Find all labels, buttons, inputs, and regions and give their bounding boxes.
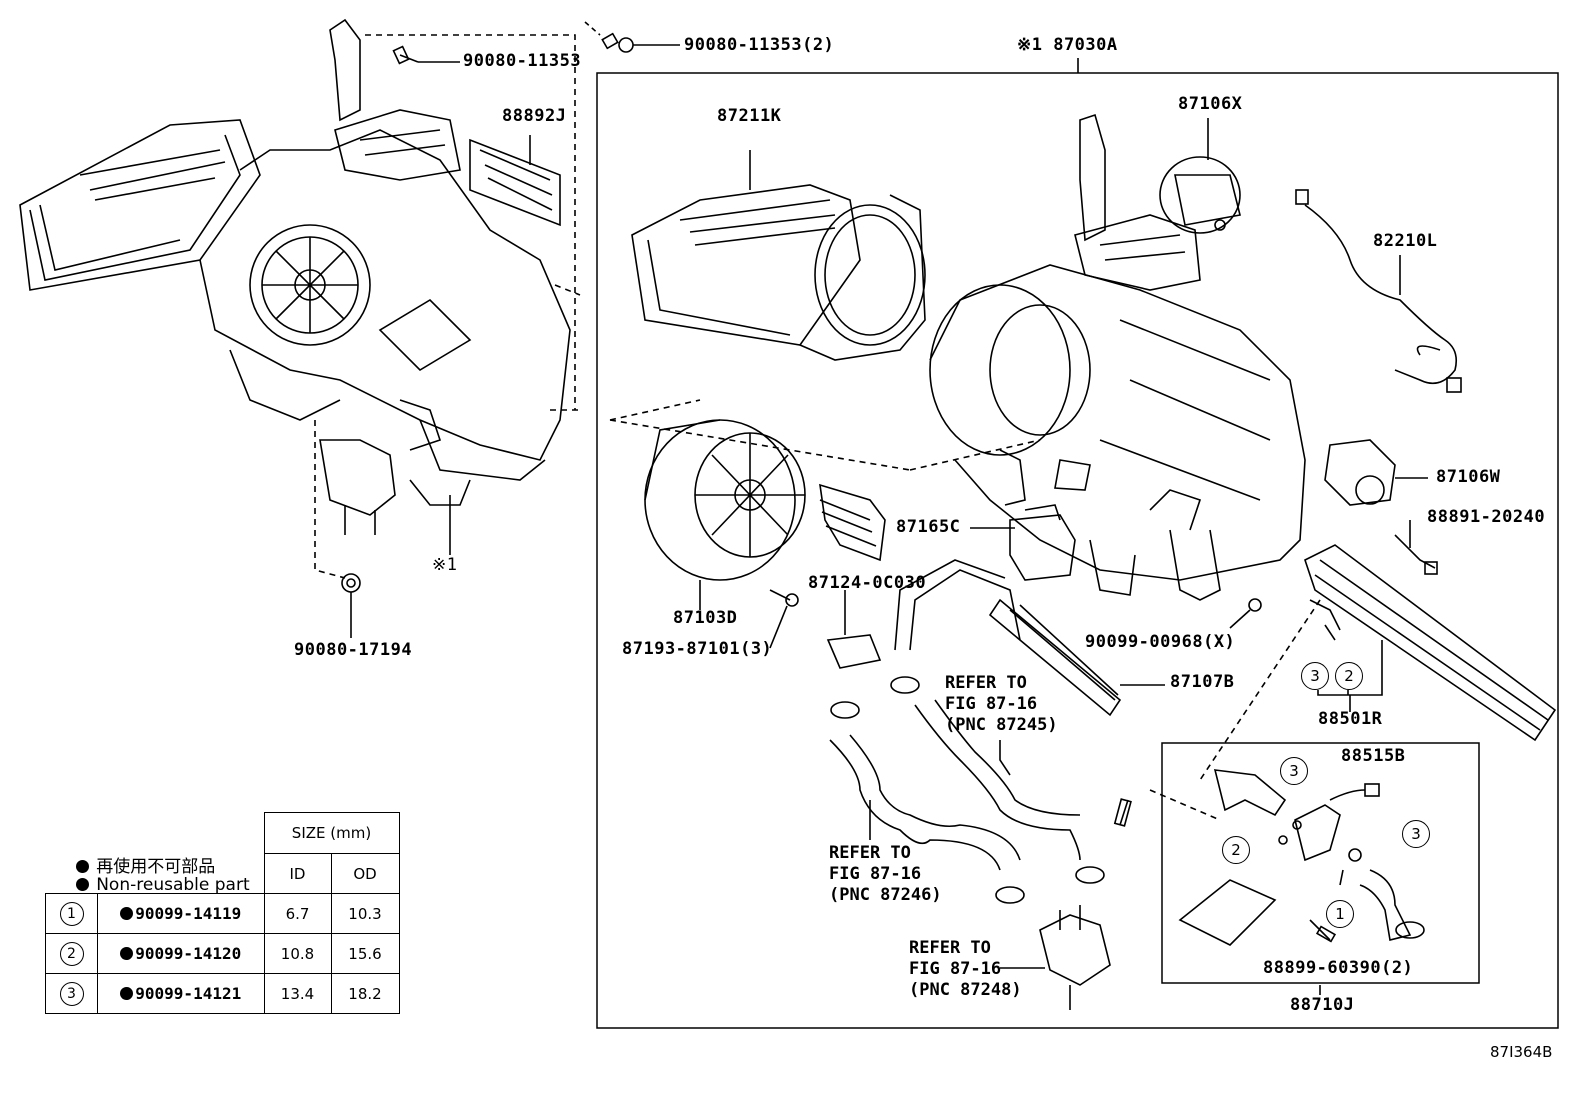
part-label-87165c: 87165C — [896, 517, 961, 537]
size-id: 10.8 — [263, 933, 332, 974]
part-label-87106w: 87106W — [1436, 467, 1501, 487]
part-label-90080-17194: 90080-17194 — [294, 640, 413, 660]
part-label-88515b: 88515B — [1341, 746, 1406, 766]
part-number: 90099-14121 — [135, 984, 242, 1003]
callout-3: 3 — [1301, 662, 1329, 690]
legend-jp: 再使用不可部品 — [65, 832, 215, 877]
wire-harness-illustration — [1295, 189, 1462, 393]
mark-star1-left: ※1 — [432, 555, 458, 575]
part-number: 90099-14119 — [135, 904, 242, 923]
size-id: 6.7 — [263, 893, 332, 934]
part-label-90080-11353-2: 90080-11353(2) — [684, 35, 835, 55]
bullet-icon — [120, 987, 134, 1000]
table-row: 1 90099-14119 6.7 10.3 — [45, 893, 400, 934]
evaporator-illustration — [1304, 544, 1557, 742]
bullet-icon — [120, 907, 134, 920]
size-od: 18.2 — [330, 973, 400, 1014]
assembly-frame — [596, 72, 1559, 1029]
part-label-88501r: 88501R — [1318, 709, 1383, 729]
part-label-87124-0c030: 87124-0C030 — [808, 573, 927, 593]
size-table: SIZE (mm) ID OD 1 90099-14119 6.7 10.3 2… — [45, 812, 400, 1014]
part-label-87107b: 87107B — [1170, 672, 1235, 692]
header-size: SIZE (mm) — [263, 812, 400, 854]
left-unit-illustration — [19, 18, 571, 535]
table-row: 2 90099-14120 10.8 15.6 — [45, 933, 400, 974]
refer-note-87248: REFER TO FIG 87-16 (PNC 87248) — [909, 938, 1022, 1000]
part-label-87193-87101: 87193-87101(3) — [622, 639, 773, 659]
bullet-icon — [120, 947, 134, 960]
part-label-82210l: 82210L — [1373, 231, 1438, 251]
legend-en-text: Non-reusable part — [96, 875, 250, 895]
part-label-87211k: 87211K — [717, 106, 782, 126]
size-od: 15.6 — [330, 933, 400, 974]
part-label-87103d: 87103D — [673, 608, 738, 628]
part-label-88891-20240: 88891-20240 — [1427, 507, 1546, 527]
header-id: ID — [263, 853, 332, 894]
part-label-88892j: 88892J — [502, 106, 567, 126]
refer-note-87245: REFER TO FIG 87-16 (PNC 87245) — [945, 673, 1058, 735]
bullet-icon — [75, 878, 89, 891]
size-od: 10.3 — [330, 893, 400, 934]
blower-motor-illustration — [644, 419, 806, 610]
callout-1: 1 — [1326, 900, 1354, 928]
legend-jp-text: 再使用不可部品 — [96, 857, 216, 877]
part-label-88710j: 88710J — [1290, 995, 1355, 1015]
main-unit-illustration — [929, 113, 1306, 601]
size-id: 13.4 — [263, 973, 332, 1014]
callout-2: 2 — [1222, 836, 1250, 864]
drawing-number: 87I364B — [1490, 1043, 1553, 1061]
row-number: 2 — [59, 941, 84, 966]
row-number: 3 — [59, 981, 84, 1006]
row-number: 1 — [59, 901, 84, 926]
table-row: 3 90099-14121 13.4 18.2 — [45, 973, 400, 1014]
part-label-87030a: ※1 87030A — [1017, 35, 1118, 55]
blower-housing-illustration — [631, 150, 926, 361]
actuator-87106w-illustration — [1324, 439, 1428, 506]
refer-note-87246: REFER TO FIG 87-16 (PNC 87246) — [829, 843, 942, 905]
bullet-icon — [75, 860, 89, 873]
part-label-88899-60390: 88899-60390(2) — [1263, 958, 1414, 978]
callout-2: 2 — [1335, 662, 1363, 690]
part-label-90080-11353: 90080-11353 — [463, 51, 582, 71]
actuator-87106x-illustration — [1159, 118, 1241, 234]
callout-3: 3 — [1402, 820, 1430, 848]
callout-3: 3 — [1280, 757, 1308, 785]
part-number: 90099-14120 — [135, 944, 242, 963]
part-label-87106x: 87106X — [1178, 94, 1243, 114]
part-label-90099-00968: 90099-00968(X) — [1085, 632, 1236, 652]
legend-en: Non-reusable part — [65, 855, 250, 895]
header-od: OD — [330, 853, 400, 894]
